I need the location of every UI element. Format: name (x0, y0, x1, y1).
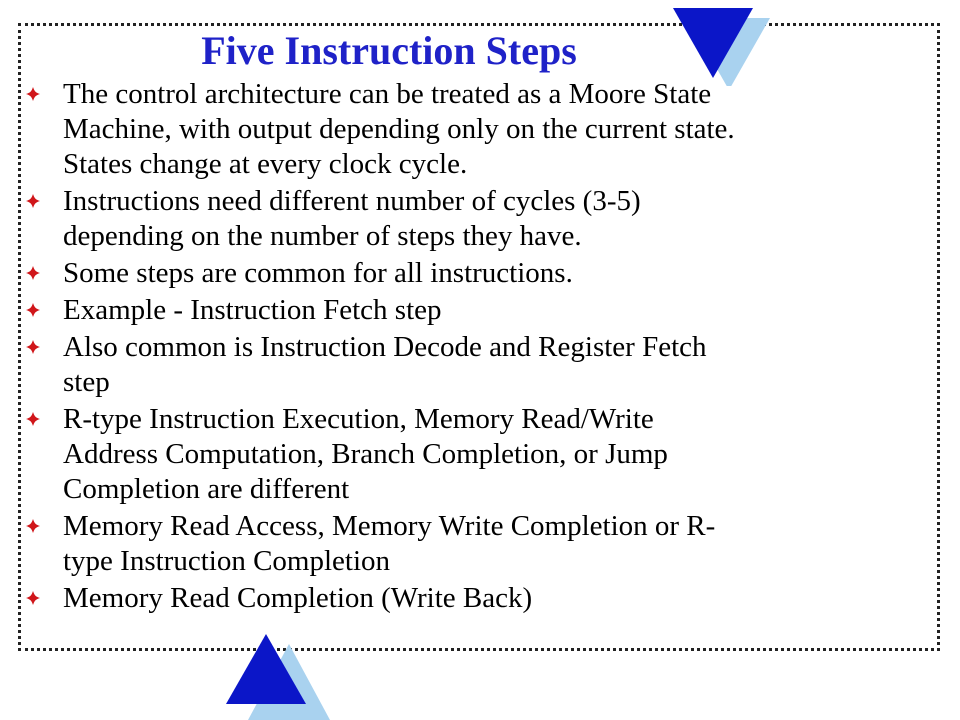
bottom-triangle-decoration (222, 632, 334, 720)
bullet-text: Some steps are common for all instructio… (63, 257, 573, 289)
top-triangle-decoration (668, 6, 778, 86)
bullet-line: The control architecture can be treated … (63, 78, 712, 110)
bullet-line: Address Computation, Branch Completion, … (63, 438, 668, 470)
bullet-line: Completion are different (63, 473, 350, 505)
bullet-line: Memory Read Completion (Write Back) (63, 582, 533, 614)
bottom-triangle-front (226, 634, 306, 704)
bullet-line: R-type Instruction Execution, Memory Rea… (63, 403, 654, 435)
bullet-text: Memory Read Completion (Write Back) (63, 582, 532, 614)
diamond-bullet-icon (26, 266, 40, 280)
bullet-line: Some steps are common for all instructio… (63, 257, 573, 289)
bullet-line: Example - Instruction Fetch step (63, 294, 442, 326)
bullet-item-6: R-type Instruction Execution, Memory Rea… (26, 402, 926, 507)
bullet-item-2: Instructions need different number of cy… (26, 184, 926, 254)
diamond-bullet-icon (26, 340, 40, 354)
bullet-item-3: Some steps are common for all instructio… (26, 256, 926, 291)
bullet-line: depending on the number of steps they ha… (63, 220, 582, 252)
top-triangle-front (673, 8, 753, 78)
diamond-bullet-icon (26, 591, 40, 605)
bullet-list: The control architecture can be treated … (26, 77, 926, 618)
bullet-text: Also common is Instruction Decode and Re… (63, 331, 707, 398)
bullet-line: Also common is Instruction Decode and Re… (63, 331, 707, 363)
bullet-text: Instructions need different number of cy… (63, 185, 641, 252)
bullet-line: Memory Read Access, Memory Write Complet… (63, 510, 716, 542)
bullet-item-7: Memory Read Access, Memory Write Complet… (26, 509, 926, 579)
diamond-bullet-icon (26, 303, 40, 317)
bullet-text: Example - Instruction Fetch step (63, 294, 442, 326)
bullet-item-1: The control architecture can be treated … (26, 77, 926, 182)
diamond-bullet-icon (26, 412, 40, 426)
bullet-text: Memory Read Access, Memory Write Complet… (63, 510, 715, 577)
bullet-text: R-type Instruction Execution, Memory Rea… (63, 403, 668, 505)
bullet-text: The control architecture can be treated … (63, 78, 735, 180)
diamond-bullet-icon (26, 87, 40, 101)
bullet-line: step (63, 366, 110, 398)
diamond-bullet-icon (26, 194, 40, 208)
slide-border (18, 23, 940, 651)
bullet-item-4: Example - Instruction Fetch step (26, 293, 926, 328)
bullet-item-8: Memory Read Completion (Write Back) (26, 581, 926, 616)
bullet-line: Instructions need different number of cy… (63, 185, 641, 217)
bullet-item-5: Also common is Instruction Decode and Re… (26, 330, 926, 400)
bullet-line: type Instruction Completion (63, 545, 391, 577)
slide-title: Five Instruction Steps (201, 28, 577, 73)
bullet-line: Machine, with output depending only on t… (63, 113, 735, 145)
bullet-line: States change at every clock cycle. (63, 148, 468, 180)
diamond-bullet-icon (26, 519, 40, 533)
